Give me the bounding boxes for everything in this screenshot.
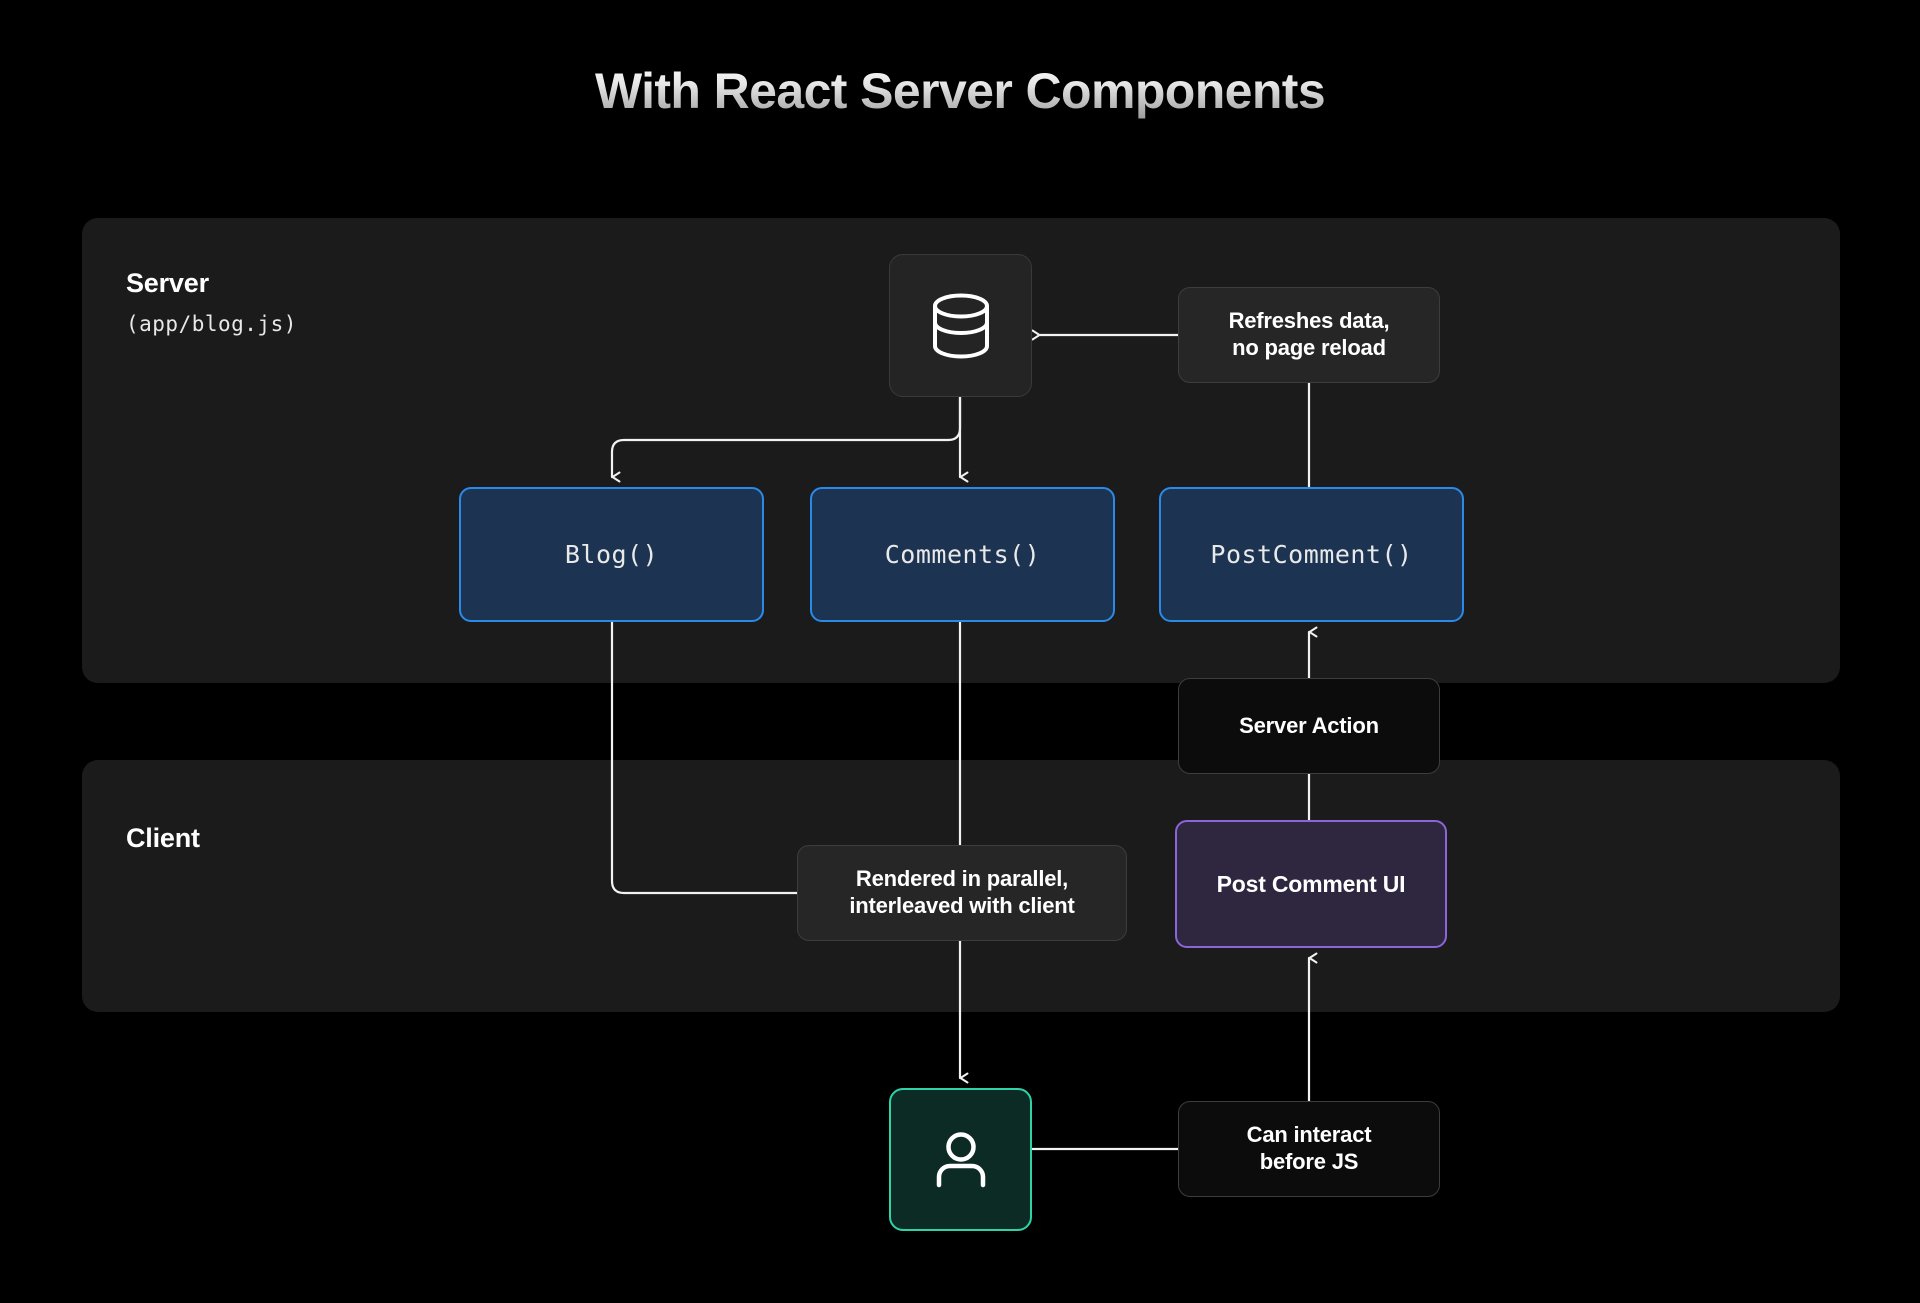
node-postcomment-label: PostComment() [1210,540,1413,569]
node-post-comment-ui-label: Post Comment UI [1216,870,1406,897]
label-can-interact[interactable]: Can interact before JS [1178,1101,1440,1197]
zone-client-label: Client [126,823,200,853]
node-postcomment-function[interactable]: PostComment() [1159,487,1464,622]
node-comments-function[interactable]: Comments() [810,487,1115,622]
node-blog-label: Blog() [564,540,659,569]
node-comments-label: Comments() [884,540,1041,569]
label-rendered-line1: Rendered in parallel, [855,866,1069,892]
zone-server-label: Server [126,268,209,298]
node-blog-function[interactable]: Blog() [459,487,764,622]
label-can-interact-line1: Can interact [1246,1122,1372,1148]
label-server-action-text: Server Action [1239,712,1379,738]
label-rendered-line2: interleaved with client [849,893,1075,918]
node-post-comment-ui[interactable]: Post Comment UI [1175,820,1447,948]
page-title: With React Server Components [0,62,1920,120]
label-can-interact-line2: before JS [1259,1149,1359,1174]
user-icon [936,1131,985,1187]
database-icon [932,293,989,359]
label-server-action[interactable]: Server Action [1178,678,1440,774]
node-user[interactable] [889,1088,1032,1231]
label-refreshes-line2: no page reload [1232,335,1386,360]
zone-server-subtitle: (app/blog.js) [126,312,297,336]
label-refreshes-line1: Refreshes data, [1228,308,1390,334]
node-database[interactable] [889,254,1032,397]
label-refreshes-data[interactable]: Refreshes data, no page reload [1178,287,1440,383]
label-rendered-in-parallel[interactable]: Rendered in parallel, interleaved with c… [797,845,1127,941]
